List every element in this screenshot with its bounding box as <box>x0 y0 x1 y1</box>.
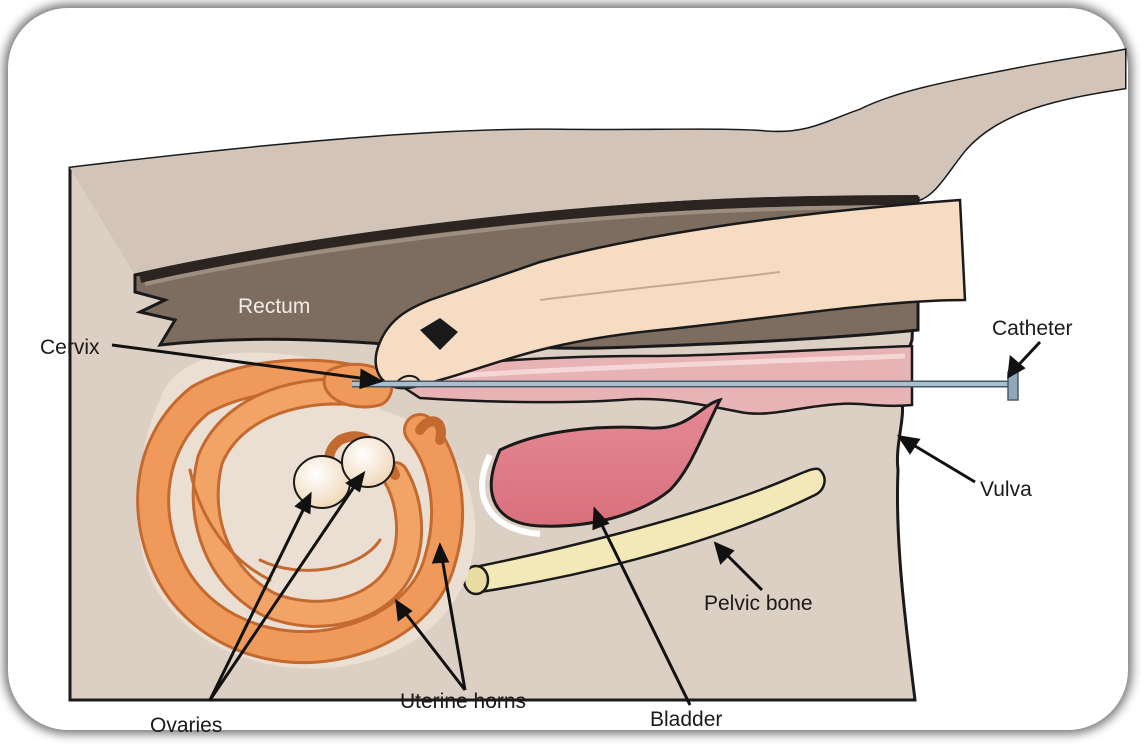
label-vulva: Vulva <box>980 478 1032 501</box>
label-rectum: Rectum <box>238 295 310 318</box>
label-pelvic-bone: Pelvic bone <box>704 592 813 615</box>
label-uterine-horns: Uterine horns <box>400 690 526 713</box>
ovary-right <box>342 437 394 487</box>
label-ovaries: Ovaries <box>150 714 222 737</box>
label-bladder: Bladder <box>650 708 722 731</box>
label-cervix: Cervix <box>40 336 100 359</box>
label-catheter: Catheter <box>992 317 1073 340</box>
